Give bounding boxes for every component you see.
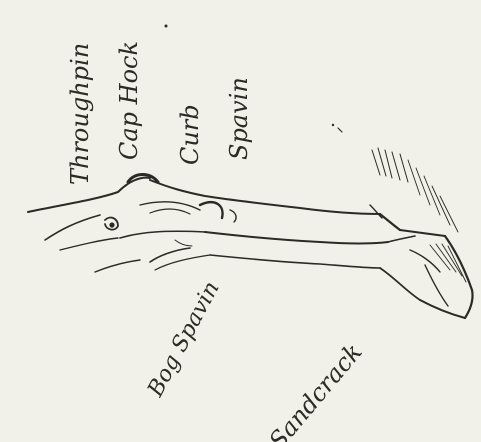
tiny-stroke-top — [338, 128, 342, 132]
hoof-hatching-1 — [430, 245, 450, 270]
hair-stroke-9 — [432, 186, 450, 225]
hair-stroke-6 — [408, 160, 420, 195]
label-cap-hock: Cap Hock — [117, 41, 141, 160]
cannon-top-line — [150, 180, 380, 214]
cannon-bottom-line — [205, 232, 388, 244]
sandcrack-line — [425, 265, 448, 306]
hoof-sole — [420, 300, 465, 318]
fetlock-front — [380, 214, 400, 230]
label-spavin: Spavin — [227, 77, 251, 160]
hock-lower-line — [120, 231, 205, 238]
label-throughpin: Throughpin — [68, 43, 92, 185]
ink-dot-1 — [165, 25, 168, 28]
hair-stroke-5 — [400, 154, 408, 182]
hock-inner-line-2 — [150, 209, 190, 214]
hair-stroke-10 — [440, 196, 458, 232]
ink-dot-3 — [332, 124, 334, 126]
thigh-lower-contour — [45, 215, 100, 240]
gaskin-lower — [60, 238, 118, 250]
hair-stroke-3 — [385, 150, 392, 178]
spavin-mark — [370, 205, 382, 218]
pastern-top — [400, 230, 445, 236]
hoof-heel — [380, 268, 420, 300]
ink-dot-2 — [109, 222, 114, 227]
leg-front-lower — [210, 255, 380, 268]
hoof-coronet — [410, 250, 440, 272]
fetlock-back — [388, 236, 415, 242]
label-curb: Curb — [178, 104, 202, 165]
bog-spavin-bulge-2 — [155, 255, 210, 270]
curb-mark — [230, 210, 236, 222]
lower-left-contour — [95, 260, 140, 272]
curb-bump — [200, 202, 223, 218]
hair-stroke-1 — [372, 150, 380, 175]
bog-spavin-hatching — [175, 240, 192, 246]
hair-stroke-4 — [392, 152, 400, 180]
